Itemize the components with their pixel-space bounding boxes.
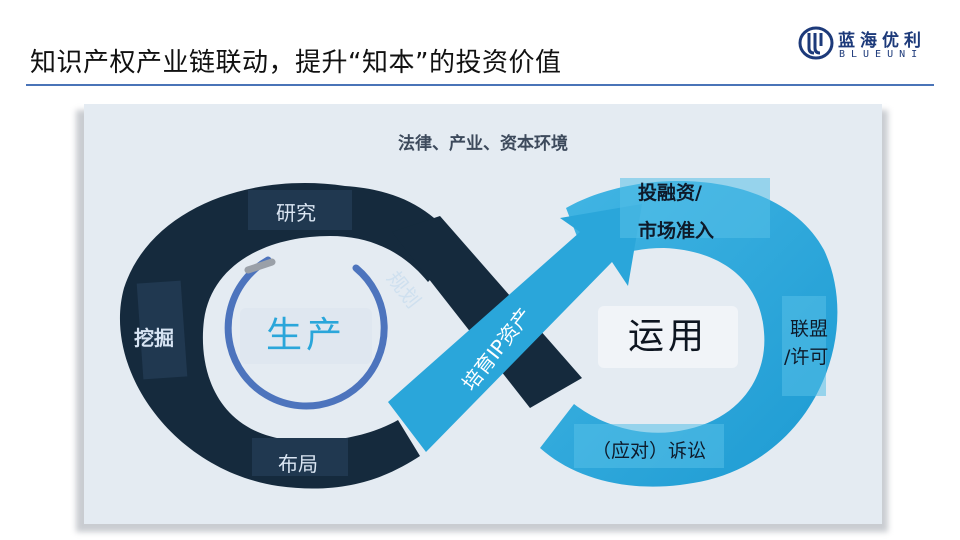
application-center-label: 运用 — [598, 306, 738, 368]
step-alliance-line2: /许可 — [784, 346, 829, 368]
segment-alliance — [782, 296, 826, 396]
dark-crossing-band — [392, 216, 582, 408]
step-layout: 布局 — [278, 452, 318, 476]
production-ring — [224, 256, 388, 410]
logo-text-en: BLUEUNI — [839, 49, 924, 60]
production-center-label: 生产 — [240, 308, 372, 364]
step-alliance-line1: 联盟 — [790, 318, 829, 340]
step-finance-line2: 市场准入 — [638, 220, 715, 242]
segment-mining — [136, 280, 188, 380]
environment-label: 法律、产业、资本环境 — [398, 134, 568, 154]
step-finance-line1: 投融资/ — [638, 182, 702, 204]
right-loop-band — [540, 181, 838, 487]
segment-litigation — [574, 424, 724, 468]
page-title: 知识产权产业链联动，提升“知本”的投资价值 — [30, 48, 562, 78]
title-divider — [26, 84, 934, 86]
company-logo: 蓝海优利 BLUEUNI — [798, 24, 938, 64]
step-mining: 挖掘 — [134, 326, 174, 350]
segment-finance — [620, 178, 770, 238]
application-center-text: 运用 — [627, 316, 708, 357]
production-center-text: 生产 — [265, 315, 346, 356]
production-ring-tail — [244, 258, 276, 274]
logo-text-cn: 蓝海优利 — [838, 31, 926, 51]
step-litigation: （应对）诉讼 — [592, 440, 707, 462]
segment-layout — [252, 438, 348, 476]
ip-cultivation-arrow — [388, 204, 642, 452]
step-research: 研究 — [276, 201, 316, 225]
segment-research — [248, 190, 352, 230]
left-loop-band — [119, 183, 462, 489]
blueuni-logo-icon — [798, 26, 834, 60]
